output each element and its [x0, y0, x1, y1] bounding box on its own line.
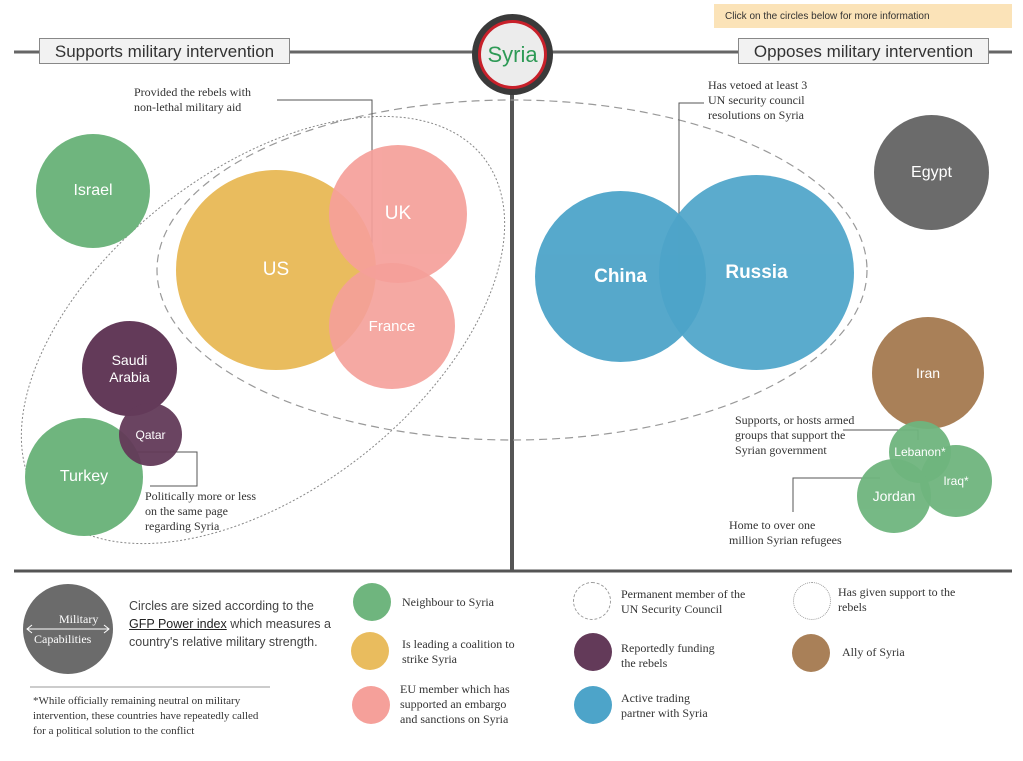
annotation-hosts-armed: Supports, or hosts armed groups that sup…	[735, 413, 855, 457]
legend-neighbour: Neighbour to Syria	[402, 595, 494, 609]
gfp-power-index-link[interactable]: GFP Power index	[129, 617, 227, 631]
sizing-text-after: which measures a country's relative mili…	[129, 617, 331, 649]
country-egypt[interactable]: Egypt	[874, 115, 989, 230]
legend-coalition: Is leading a coalition to strike Syria	[402, 637, 515, 666]
country-russia[interactable]: Russia	[659, 175, 854, 370]
legend-dot-un-council	[573, 582, 611, 620]
syria-title: Syria	[481, 23, 544, 86]
un-council-ellipse	[156, 99, 868, 441]
capabilities-legend-circle: Military Capabilities	[23, 584, 113, 674]
annotation-rebels-aid: Provided the rebels with non-lethal mili…	[134, 85, 251, 114]
legend-rebel-support: Has given support to the rebels	[838, 585, 956, 614]
info-notice: Click on the circles below for more info…	[714, 4, 1012, 28]
country-iran[interactable]: Iran	[872, 317, 984, 429]
legend-dot-funding	[574, 633, 612, 671]
footnote: *While officially remaining neutral on m…	[33, 695, 259, 737]
sizing-explanation: Circles are sized according to the GFP P…	[129, 597, 334, 651]
country-france[interactable]: France	[329, 263, 455, 389]
legend-dot-trading	[574, 686, 612, 724]
sizing-text-before: Circles are sized according to the	[129, 599, 314, 613]
legend-dot-neighbour	[353, 583, 391, 621]
annotation-politically: Politically more or less on the same pag…	[145, 489, 256, 533]
syria-badge-ring: Syria	[478, 20, 547, 89]
refugees-connector	[792, 477, 880, 512]
country-israel[interactable]: Israel	[36, 134, 150, 248]
syria-badge[interactable]: Syria	[472, 14, 553, 95]
annotation-vetoed: Has vetoed at least 3 UN security counci…	[708, 78, 808, 122]
legend-dot-coalition	[351, 632, 389, 670]
legend-ally: Ally of Syria	[842, 645, 905, 659]
legend-funding: Reportedly funding the rebels	[621, 641, 715, 670]
country-qatar[interactable]: Qatar	[119, 403, 182, 466]
legend-dot-eu	[352, 686, 390, 724]
legend-dot-ally	[792, 634, 830, 672]
legend-eu: EU member which has supported an embargo…	[400, 682, 510, 726]
capabilities-label-line1: Military	[59, 612, 99, 626]
rebel-support-ellipse	[20, 115, 506, 545]
country-uk[interactable]: UK	[329, 145, 467, 283]
capabilities-label-line2: Capabilities	[34, 632, 92, 646]
country-jordan[interactable]: Jordan	[857, 459, 931, 533]
opposes-intervention-label: Opposes military intervention	[738, 38, 989, 64]
double-arrow-icon	[26, 624, 110, 634]
supports-intervention-label: Supports military intervention	[39, 38, 290, 64]
legend-un-council: Permanent member of the UN Security Coun…	[621, 587, 746, 616]
annotation-refugees: Home to over one million Syrian refugees	[729, 518, 842, 547]
country-saudi-arabia[interactable]: Saudi Arabia	[82, 321, 177, 416]
legend-trading: Active trading partner with Syria	[621, 691, 708, 720]
legend-dot-rebel-support	[793, 582, 831, 620]
